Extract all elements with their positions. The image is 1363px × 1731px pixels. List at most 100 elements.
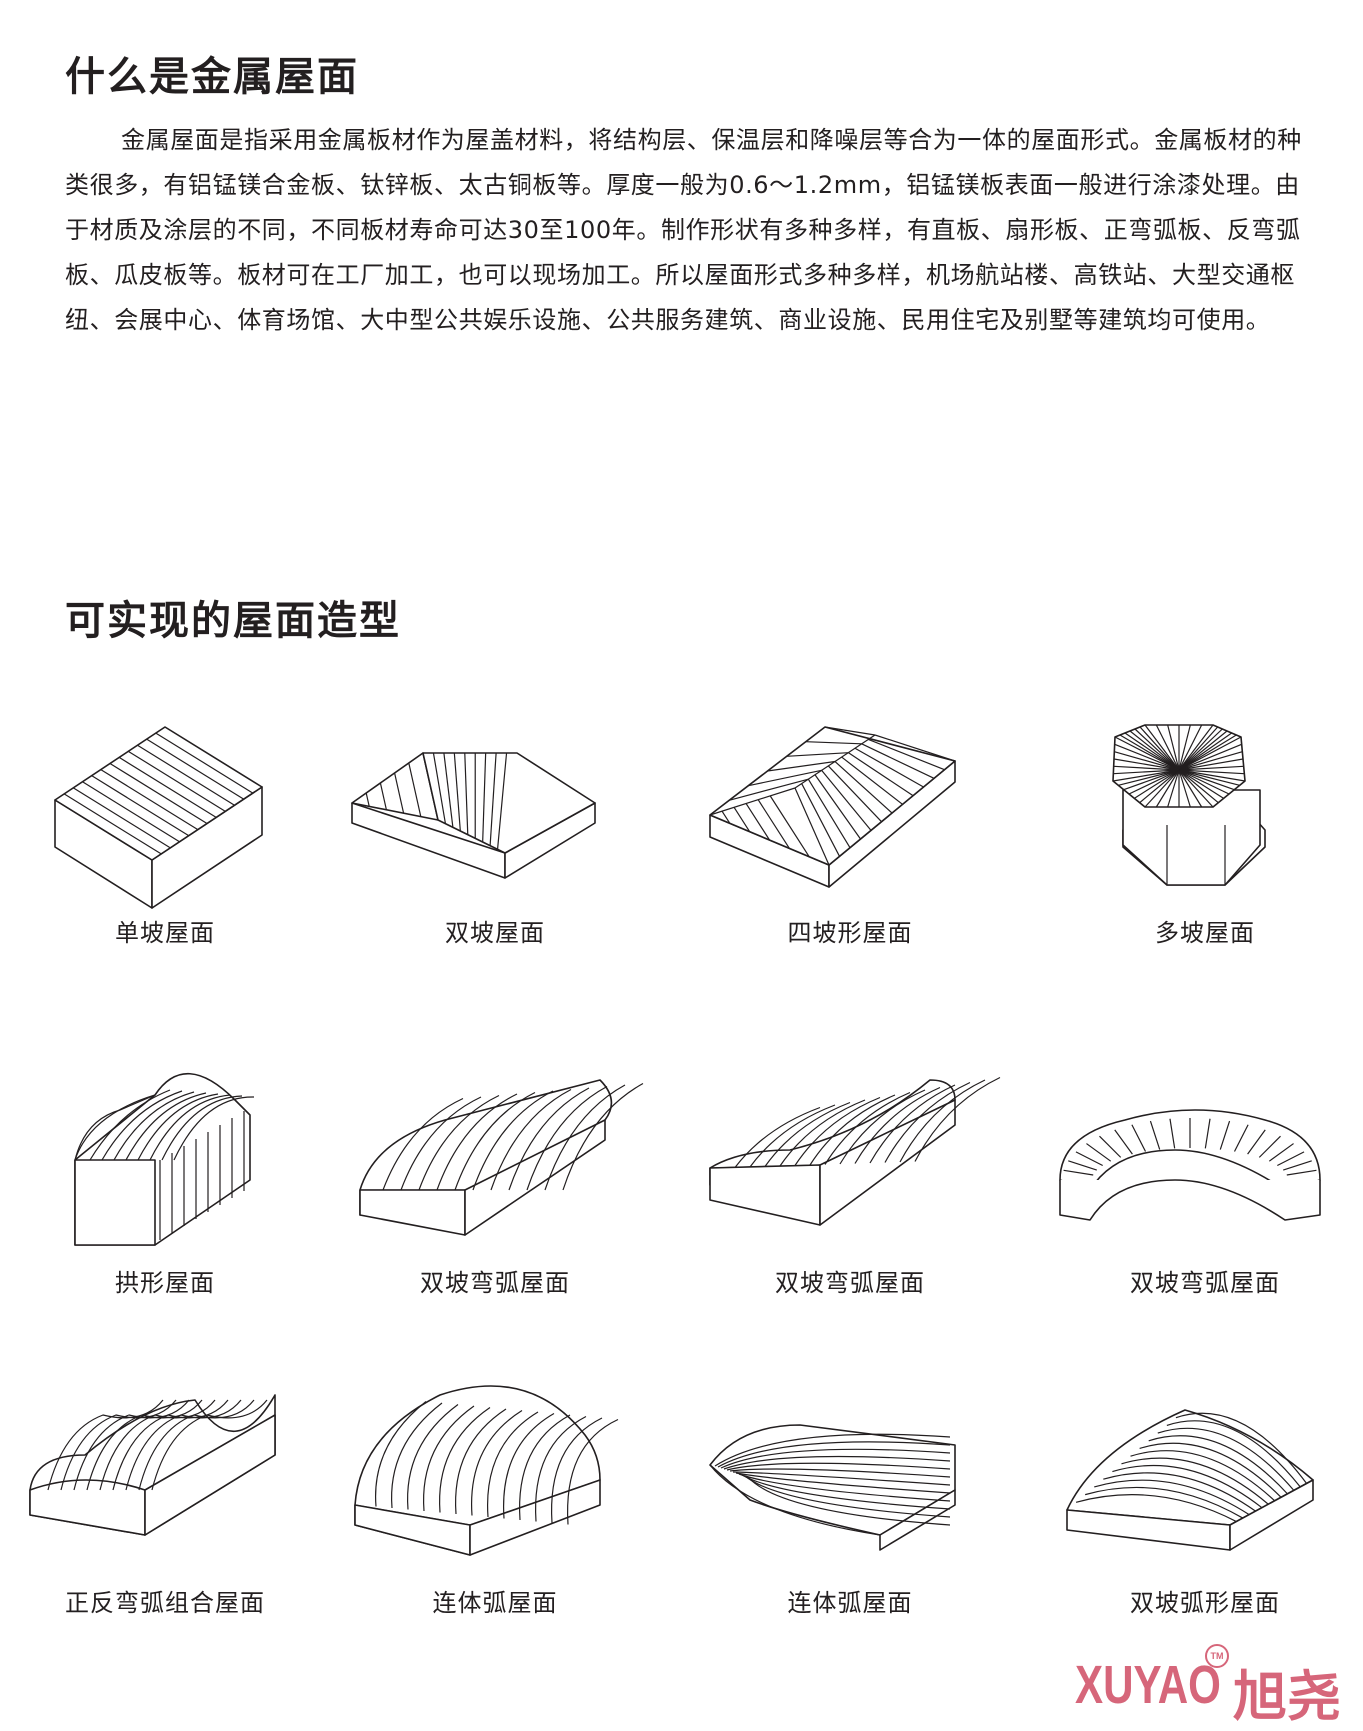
panel-seam-line — [1169, 1118, 1176, 1149]
panel-seam-line — [63, 793, 162, 855]
roof-shape-card: 单坡屋面 — [15, 700, 315, 980]
panel-seam-line — [99, 1399, 216, 1491]
panel-seam-line — [100, 769, 199, 831]
hip-ridge-line — [709, 787, 796, 816]
fan-curved-roof-icon — [1059, 1109, 1321, 1221]
panel-seam-line — [733, 807, 751, 832]
panel-seam-line — [482, 752, 487, 843]
panel-seam-line — [1075, 1151, 1103, 1167]
panel-seam-line — [747, 1476, 951, 1526]
panel-seam-line — [821, 769, 872, 831]
gable-roof-icon — [351, 752, 596, 879]
mono-pitch-roof-icon — [54, 726, 263, 909]
panel-seam-line — [1121, 1457, 1269, 1505]
curved-gable-roof-icon — [359, 1079, 644, 1236]
panel-seam-line — [809, 1094, 896, 1166]
roof-side-face — [1229, 1479, 1314, 1551]
roof-shape-card: 双坡弯弧屋面 — [345, 1050, 645, 1330]
panel-seam-line — [1134, 769, 1180, 799]
panel-seam-line — [869, 1084, 956, 1164]
panel-seam-line — [1178, 724, 1191, 771]
panel-seam-line — [1139, 1442, 1282, 1498]
panel-seam-line — [1178, 726, 1219, 771]
octagonal-roof-icon — [1112, 724, 1266, 886]
panel-seam-line — [1084, 1486, 1244, 1519]
panel-seam-line — [899, 1079, 986, 1163]
panel-seam-line — [1247, 1129, 1266, 1155]
panel-seam-line — [101, 1090, 183, 1161]
panel-seam-line — [113, 1091, 195, 1161]
panel-seam-line — [1167, 724, 1180, 771]
section-title-roof-shapes: 可实现的屋面造型 — [65, 598, 401, 644]
panel-seam-line — [1283, 1160, 1312, 1171]
panel-seam-line — [1086, 1143, 1112, 1162]
roof-shape-label: 连体弧屋面 — [787, 1589, 913, 1617]
panel-seam-line — [1130, 1450, 1276, 1502]
roof-shape-card: 连体弧屋面 — [700, 1370, 1000, 1650]
panel-seam-line — [861, 743, 935, 779]
panel-seam-line — [1075, 1494, 1237, 1523]
panel-seam-line — [418, 1094, 500, 1191]
panel-seam-line — [1175, 1412, 1308, 1484]
panel-seam-line — [814, 774, 861, 840]
metal-roof-description: 金属屋面是指采用金属板材作为屋盖材料，将结构层、保温层和降噪层等合为一体的屋面形… — [65, 118, 1310, 343]
panel-seam-line — [1167, 769, 1180, 808]
panel-seam-line — [128, 750, 226, 812]
panel-seam-line — [155, 732, 254, 794]
panel-seam-line — [91, 775, 189, 837]
brand-chinese-name: 旭尧 — [1233, 1665, 1341, 1728]
panel-seam-line — [1128, 769, 1180, 795]
panel-seam-line — [454, 1091, 536, 1191]
panel-seam-line — [109, 762, 208, 825]
brand-logo: XUYAO TM 旭尧 — [1075, 1640, 1355, 1728]
panel-seam-line — [735, 1472, 951, 1494]
panel-seam-line — [868, 738, 945, 771]
panel-seam-line — [138, 1399, 255, 1491]
panel-seam-line — [566, 1418, 619, 1525]
panel-seam-line — [1178, 734, 1237, 771]
roof-shape-card: 双坡屋面 — [345, 700, 645, 980]
panel-seam-line — [1157, 1427, 1295, 1491]
panel-seam-line — [1119, 734, 1180, 771]
panel-seam-line — [379, 782, 387, 810]
hip-ridge-line — [874, 734, 956, 762]
trademark-mark: TM — [1205, 1644, 1229, 1668]
twisted-arc-roof-icon — [709, 1424, 956, 1551]
hip-ridge-line — [794, 787, 830, 866]
panel-seam-line — [146, 738, 244, 800]
panel-seam-line — [1178, 769, 1240, 786]
panel-seam-line — [786, 752, 849, 757]
roof-side-face — [464, 1119, 606, 1236]
panel-seam-line — [848, 752, 914, 797]
roof-shape-label: 连体弧屋面 — [432, 1589, 558, 1617]
panel-seam-line — [1103, 1472, 1256, 1512]
panel-seam-line — [534, 1415, 587, 1522]
roof-shape-card: 双坡弯弧屋面 — [700, 1050, 1001, 1330]
roof-shape-label: 双坡弧形屋面 — [1130, 1589, 1280, 1617]
roof-shape-card: 双坡弧形屋面 — [1055, 1370, 1355, 1650]
panel-seam-line — [1178, 724, 1203, 771]
panel-seam-line — [489, 752, 497, 846]
panel-seam-line — [422, 1405, 475, 1512]
panel-seam-line — [1149, 1120, 1161, 1150]
panel-seam-line — [1148, 1435, 1288, 1495]
panel-seam-line — [1155, 724, 1180, 771]
panel-seam-line — [1118, 769, 1180, 786]
panel-seam-line — [1178, 769, 1203, 808]
roof-wall — [1059, 1179, 1321, 1221]
panel-seam-line — [118, 756, 217, 818]
panel-seam-line — [745, 803, 771, 841]
hip-ridge-line — [1178, 769, 1214, 808]
hip-ridge-line — [1112, 769, 1180, 782]
panel-seam-line — [443, 752, 454, 828]
panel-seam-line — [1068, 1160, 1097, 1171]
roof-shape-label: 双坡弯弧屋面 — [775, 1269, 925, 1297]
panel-seam-line — [1268, 1143, 1294, 1162]
hip-ridge-line — [1178, 769, 1246, 782]
panel-seam-line — [729, 778, 809, 801]
panel-seam-line — [1178, 769, 1224, 799]
panel-seam-line — [720, 1448, 951, 1469]
panel-seam-line — [1113, 758, 1180, 771]
panel-seam-line — [472, 1090, 554, 1191]
panel-seam-line — [1139, 726, 1180, 771]
